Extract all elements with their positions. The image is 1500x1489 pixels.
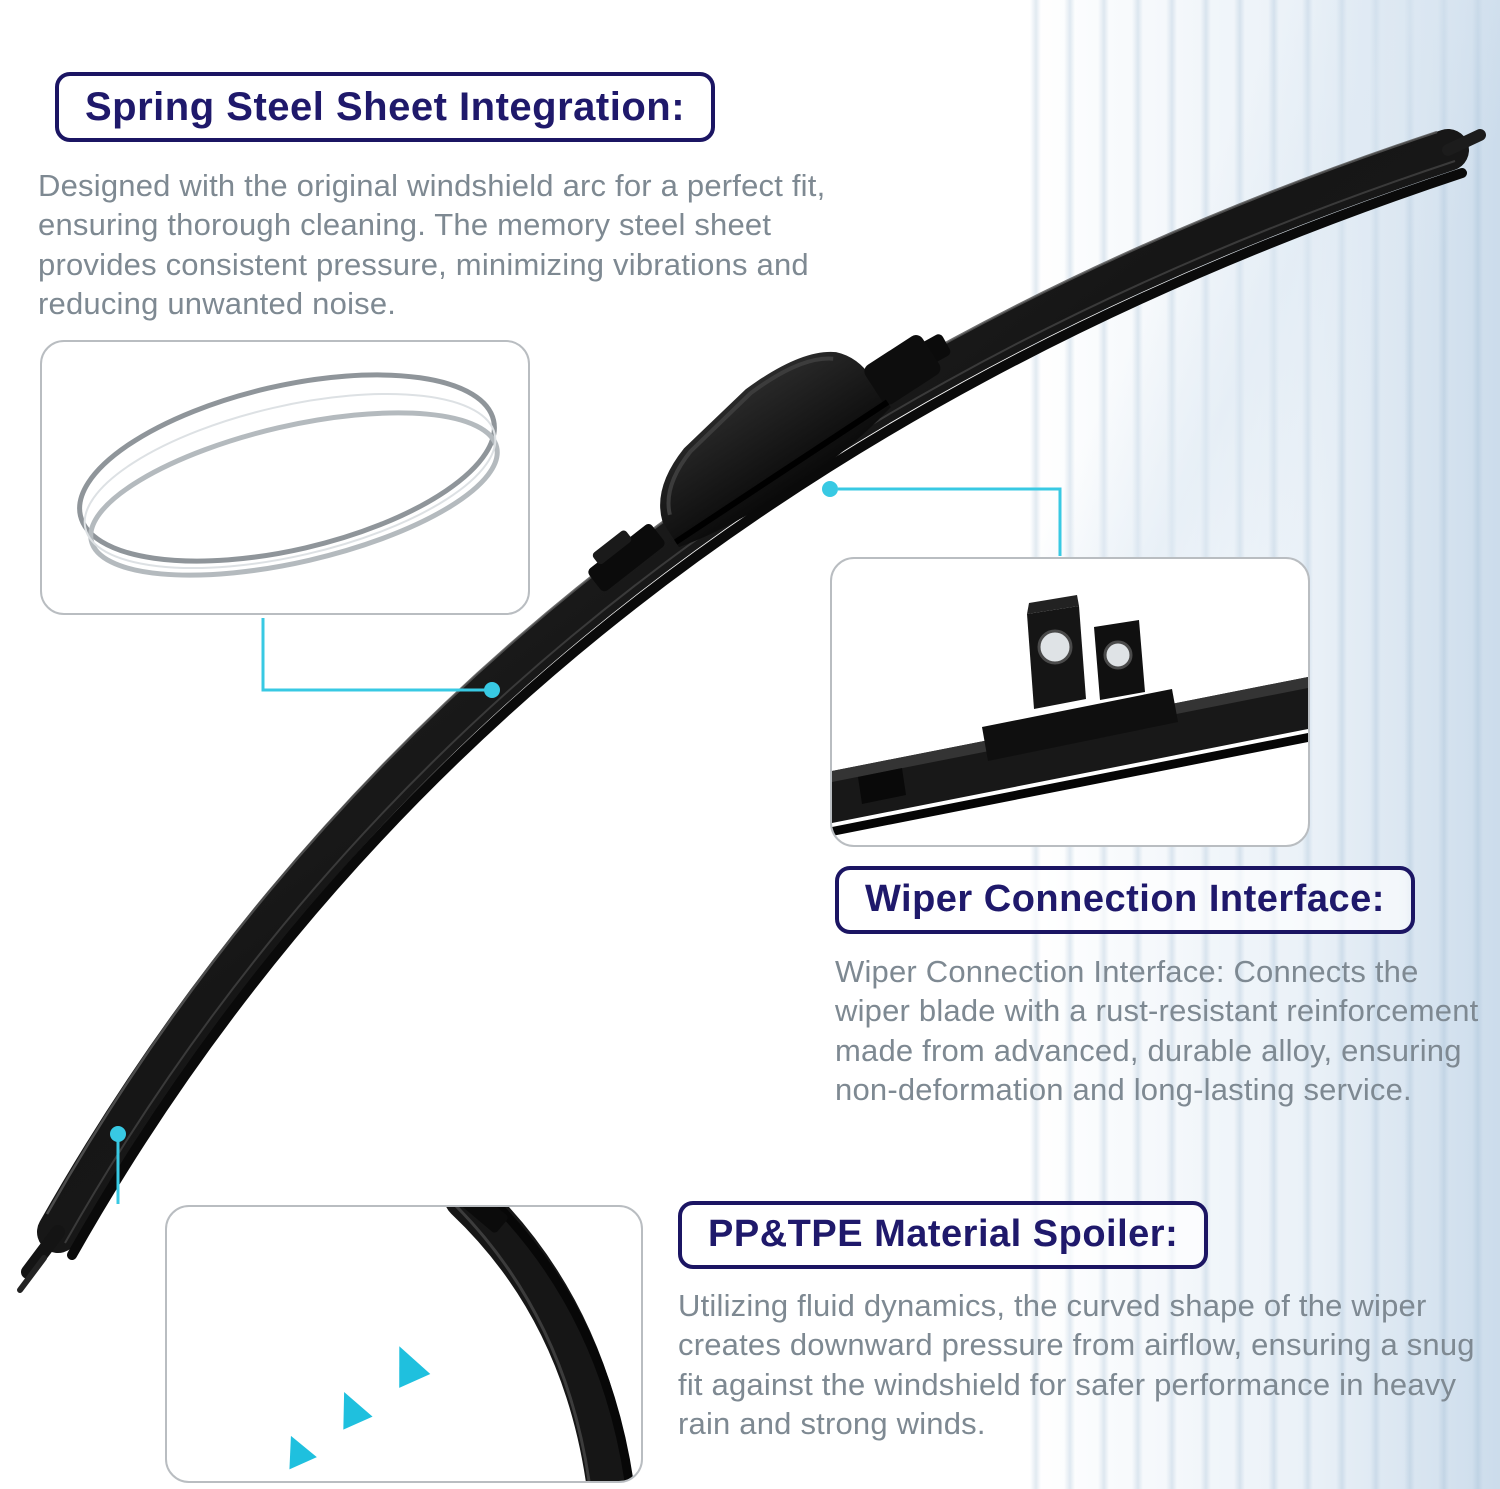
channel-end-clip [858,768,906,804]
bracket-base [982,689,1178,761]
spoiler-edge-highlight [454,1207,591,1481]
callout-dot-connector [822,481,838,497]
spring-steel-sheets-icon [77,372,500,578]
callout-dot-steel [484,682,500,698]
blade-clip-left [588,524,665,592]
spoiler-rubber [492,1207,634,1481]
bracket-hole-left [1037,629,1073,665]
airflow-arrow-large [399,1346,441,1432]
channel-rubber [832,733,1308,836]
steel-sheet-inset [40,340,530,615]
callout-connector-lines [116,487,1062,1204]
line-to-connector-inset [838,487,1062,556]
channel-body [832,677,1308,823]
spoiler-body: Utilizing fluid dynamics, the curved sha… [678,1288,1475,1442]
bracket-ear-left-tab [1027,595,1079,614]
spoiler-inset [165,1205,643,1483]
spoiler-airflow-icon [289,1207,634,1481]
bracket-hole-right [1103,640,1133,670]
spoiler-clip [450,1207,508,1233]
spring-steel-title: Spring Steel Sheet Integration: [55,72,716,142]
blade-rubber-strip [67,168,1467,1260]
airflow-arrow-medium [343,1392,381,1466]
blade-seam [64,160,1456,1244]
callout-dot-spoiler [110,1126,126,1142]
blade-tip-rubber [17,1255,47,1293]
line-to-steel-inset [261,618,486,692]
connection-interface-body: Wiper Connection Interface: Connects the… [835,954,1479,1108]
connector-bracket-icon [832,595,1308,836]
connector-inset [830,557,1310,847]
spoiler-title: PP&TPE Material Spoiler: [678,1201,1209,1269]
wiper-connector [660,335,941,548]
callout-dots [110,481,838,1142]
blade-body [37,129,1469,1253]
spring-steel-body: Designed with the original windshield ar… [38,168,826,322]
blade-tip-lower [21,1225,65,1279]
connection-interface-title: Wiper Connection Interface: [835,866,1415,934]
blade-tip-upper [1442,129,1486,156]
airflow-arrow-small [289,1435,322,1481]
